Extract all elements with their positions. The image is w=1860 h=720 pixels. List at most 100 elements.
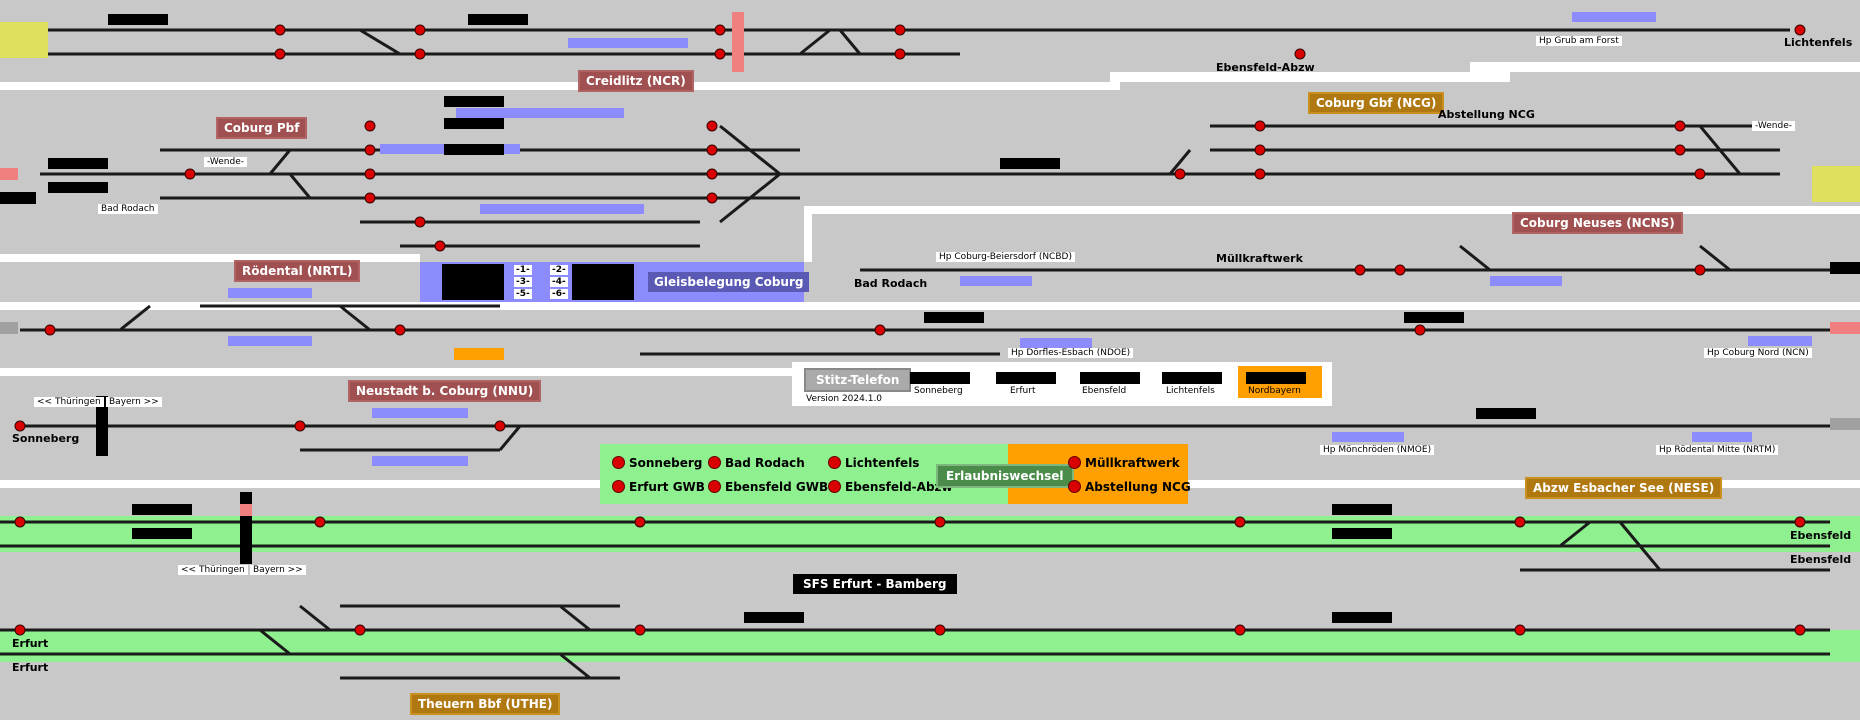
station-coburg-neuses[interactable]: Coburg Neuses (NCNS) — [1512, 212, 1683, 234]
signal-45[interactable] — [14, 624, 26, 636]
station-neustadt[interactable]: Neustadt b. Coburg (NNU) — [348, 380, 542, 402]
signal-29[interactable] — [1394, 264, 1406, 276]
signal-3[interactable] — [414, 48, 426, 60]
sfs-band-2 — [0, 630, 1860, 662]
phone-lichtenfels[interactable] — [1162, 372, 1222, 384]
perm-erfurt-gwb[interactable]: Erfurt GWB — [612, 480, 705, 494]
signal-18[interactable] — [706, 144, 718, 156]
separator-5b — [1188, 480, 1860, 488]
signal-19[interactable] — [706, 168, 718, 180]
station-abzw-esbacher-see[interactable]: Abzw Esbacher See (NESE) — [1525, 477, 1723, 499]
perm-abstellung-ncg[interactable]: Abstellung NCG — [1068, 480, 1191, 494]
signal-2[interactable] — [414, 24, 426, 36]
counter-display-7 — [1476, 408, 1536, 419]
perm-lichtenfels[interactable]: Lichtenfels — [828, 456, 919, 470]
signal-33[interactable] — [44, 324, 56, 336]
station-coburg-gbf[interactable]: Coburg Gbf (NCG) — [1308, 92, 1445, 114]
signal-37[interactable] — [494, 420, 506, 432]
signal-47[interactable] — [634, 624, 646, 636]
signal-51[interactable] — [1794, 624, 1806, 636]
signal-6[interactable] — [894, 24, 906, 36]
signal-32[interactable] — [1414, 324, 1426, 336]
label-sfs: SFS Erfurt - Bamberg — [793, 574, 957, 594]
phone-button[interactable]: Stitz-Telefon — [804, 368, 912, 392]
signal-0[interactable] — [274, 24, 286, 36]
perm-bad-rodach[interactable]: Bad Rodach — [708, 456, 805, 470]
entry-marker-black — [0, 192, 36, 204]
signal-4[interactable] — [714, 24, 726, 36]
signal-49[interactable] — [1234, 624, 1246, 636]
signal-7[interactable] — [894, 48, 906, 60]
station-coburg-pbf[interactable]: Coburg Pbf — [216, 117, 308, 139]
perm-ebensfeld-gwb-signal-icon — [708, 480, 721, 493]
track-switch-7 — [1168, 149, 1192, 175]
signal-15[interactable] — [414, 216, 426, 228]
signal-5[interactable] — [714, 48, 726, 60]
signal-22[interactable] — [1254, 120, 1266, 132]
signal-24[interactable] — [1254, 168, 1266, 180]
signal-9[interactable] — [1794, 24, 1806, 36]
gleis-track-1: -1- — [514, 265, 532, 275]
signal-14[interactable] — [364, 192, 376, 204]
signal-27[interactable] — [1694, 168, 1706, 180]
signal-17[interactable] — [706, 120, 718, 132]
signal-20[interactable] — [706, 192, 718, 204]
phone-erfurt[interactable] — [996, 372, 1056, 384]
signal-8[interactable] — [1294, 48, 1306, 60]
signal-43[interactable] — [1514, 516, 1526, 528]
phone-sonneberg[interactable] — [910, 372, 970, 384]
permission-title[interactable]: Erlaubniswechsel — [936, 464, 1074, 488]
occupied-section-9 — [1490, 276, 1562, 286]
signal-39[interactable] — [314, 516, 326, 528]
signal-41[interactable] — [934, 516, 946, 528]
place-bayern-2: Bayern >> — [250, 565, 306, 575]
signal-25[interactable] — [1674, 120, 1686, 132]
orange-marker — [454, 348, 504, 360]
occupied-section-1 — [1572, 12, 1656, 22]
signal-35[interactable] — [14, 420, 26, 432]
signal-36[interactable] — [294, 420, 306, 432]
place-lichtenfels: Lichtenfels — [1784, 36, 1853, 49]
phone-ebensfeld[interactable] — [1080, 372, 1140, 384]
signal-28[interactable] — [1354, 264, 1366, 276]
perm-muellkraftwerk[interactable]: Müllkraftwerk — [1068, 456, 1180, 470]
signal-48[interactable] — [934, 624, 946, 636]
signal-23[interactable] — [1254, 144, 1266, 156]
perm-sonneberg[interactable]: Sonneberg — [612, 456, 702, 470]
signal-34[interactable] — [394, 324, 406, 336]
signal-38[interactable] — [14, 516, 26, 528]
signal-10[interactable] — [184, 168, 196, 180]
signal-11[interactable] — [364, 120, 376, 132]
station-roedental[interactable]: Rödental (NRTL) — [234, 260, 361, 282]
phone-nordbayern[interactable] — [1246, 372, 1306, 384]
signal-40[interactable] — [634, 516, 646, 528]
counter-display-3 — [48, 182, 108, 193]
place-erfurt-1: Erfurt — [12, 637, 49, 650]
separator-2 — [0, 254, 420, 262]
place-erfurt-2: Erfurt — [12, 661, 49, 674]
signal-30[interactable] — [1694, 264, 1706, 276]
station-theuern[interactable]: Theuern Bbf (UTHE) — [410, 693, 561, 715]
perm-ebensfeld-gwb[interactable]: Ebensfeld GWB — [708, 480, 828, 494]
signal-21[interactable] — [1174, 168, 1186, 180]
signal-13[interactable] — [364, 168, 376, 180]
separator-2b — [804, 206, 1860, 214]
gleis-track-4: -4- — [550, 277, 568, 287]
signal-16[interactable] — [434, 240, 446, 252]
signal-46[interactable] — [354, 624, 366, 636]
gleisbelegung-title[interactable]: Gleisbelegung Coburg — [648, 272, 810, 292]
place-hp-coburg-nord: Hp Coburg Nord (NCN) — [1704, 348, 1812, 358]
signal-50[interactable] — [1514, 624, 1526, 636]
signal-12[interactable] — [364, 144, 376, 156]
perm-ebensfeld-abzw[interactable]: Ebensfeld-Abzw — [828, 480, 953, 494]
signal-42[interactable] — [1234, 516, 1246, 528]
signal-31[interactable] — [874, 324, 886, 336]
signal-26[interactable] — [1674, 144, 1686, 156]
perm-sonneberg-signal-icon — [612, 456, 625, 469]
station-creidlitz[interactable]: Creidlitz (NCR) — [578, 70, 694, 92]
track-switch-10 — [1699, 244, 1731, 272]
signal-1[interactable] — [274, 48, 286, 60]
signal-44[interactable] — [1794, 516, 1806, 528]
counter-display-0 — [108, 14, 168, 25]
